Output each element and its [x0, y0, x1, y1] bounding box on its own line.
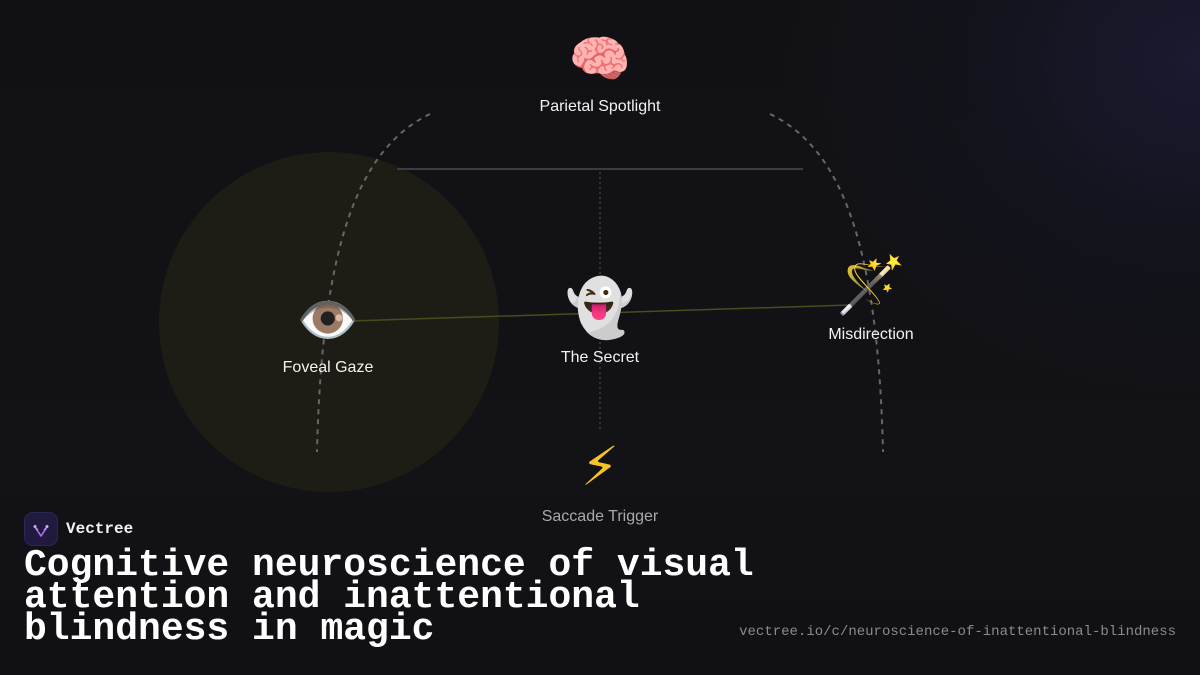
- attention-spotlight: [159, 152, 499, 492]
- node-misdirection: 🪄 Misdirection: [761, 258, 981, 344]
- right-dashed-arc: [769, 113, 884, 453]
- ghost-icon: 👻: [565, 276, 635, 341]
- brain-icon: 🧠: [568, 30, 632, 88]
- vectree-logo-icon: [24, 512, 58, 546]
- node-label: Misdirection: [828, 326, 914, 343]
- brand-name: Vectree: [66, 520, 134, 538]
- gaze-line: [349, 304, 851, 322]
- left-dashed-arc: [316, 113, 431, 453]
- node-foveal-gaze: 👁️ Foveal Gaze: [218, 295, 438, 377]
- node-saccade-trigger: ⚡ Saccade Trigger: [490, 440, 710, 526]
- page-title: Cognitive neuroscience of visual attenti…: [24, 544, 754, 651]
- node-label: Parietal Spotlight: [539, 98, 661, 115]
- node-parietal-spotlight: 🧠 Parietal Spotlight: [490, 34, 710, 116]
- lightning-icon: ⚡: [581, 435, 619, 498]
- node-the-secret: 👻 The Secret: [490, 281, 710, 367]
- brand[interactable]: Vectree: [24, 512, 133, 546]
- node-label: Saccade Trigger: [541, 508, 659, 525]
- magic-wand-icon: 🪄: [836, 253, 906, 318]
- node-label: Foveal Gaze: [282, 359, 374, 376]
- source-url[interactable]: vectree.io/c/neuroscience-of-inattention…: [739, 624, 1176, 640]
- node-label: The Secret: [560, 349, 640, 366]
- eye-icon: 👁️: [296, 291, 360, 349]
